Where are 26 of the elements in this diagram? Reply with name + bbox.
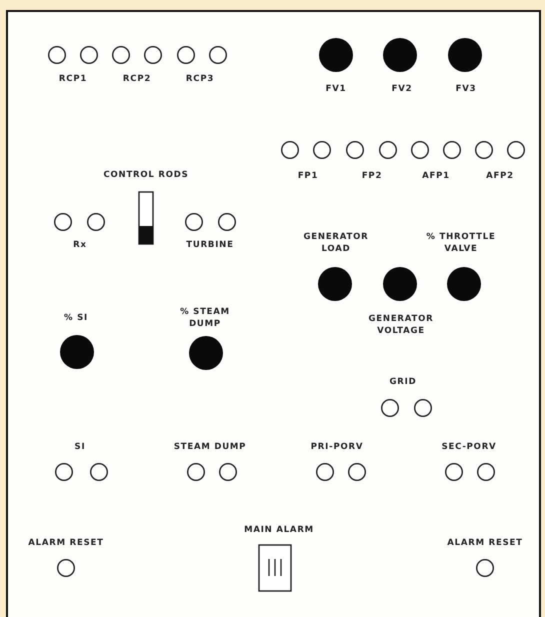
- panel-label: GENERATOR VOLTAGE: [368, 313, 434, 337]
- panel-label: ALARM RESET: [28, 537, 104, 549]
- panel-label: PRI-PORV: [310, 441, 364, 453]
- panel-label: % SI: [64, 312, 88, 324]
- panel-label: Rx: [73, 239, 87, 251]
- panel-label: FV1: [326, 83, 346, 95]
- panel-label: FP2: [362, 170, 382, 182]
- panel-label: FV3: [456, 83, 476, 95]
- panel-label: MAIN ALARM: [244, 524, 314, 536]
- panel-label: AFP2: [486, 170, 514, 182]
- panel-label: CONTROL RODS: [103, 169, 189, 181]
- panel-label: SI: [74, 441, 86, 453]
- panel-label: RCP3: [186, 73, 214, 85]
- panel-label: AFP1: [422, 170, 450, 182]
- panel-label: GENERATOR LOAD: [302, 231, 370, 255]
- panel-label: FV2: [392, 83, 412, 95]
- panel-label: % THROTTLE VALVE: [425, 231, 497, 255]
- panel-label: FP1: [298, 170, 318, 182]
- panel-label: % STEAM DUMP: [179, 306, 231, 330]
- panel-label: GRID: [390, 376, 416, 388]
- panel-label: TURBINE: [186, 239, 234, 251]
- panel-label: STEAM DUMP: [174, 441, 246, 453]
- panel-label: RCP1: [58, 73, 88, 85]
- panel-label: ALARM RESET: [447, 537, 523, 549]
- panel-label: RCP2: [122, 73, 152, 85]
- panel-label: SEC-PORV: [442, 441, 496, 453]
